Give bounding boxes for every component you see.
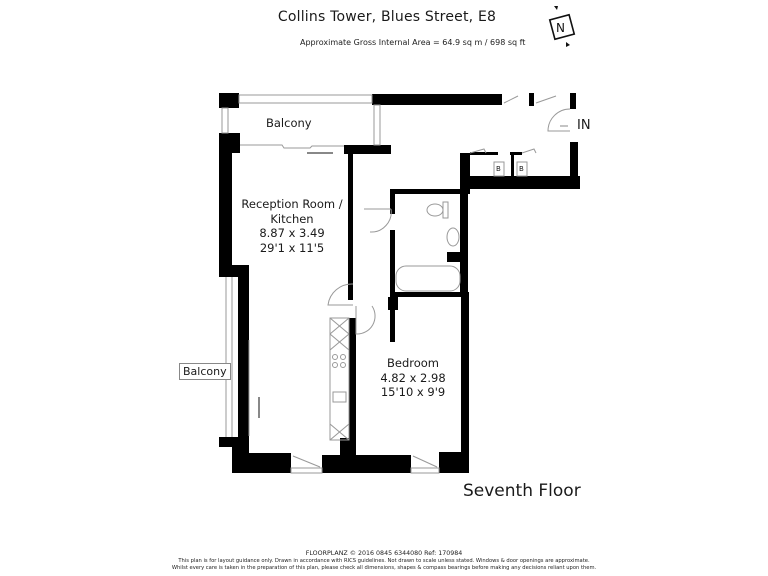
floor-label: Seventh Floor [463, 481, 581, 501]
bedroom-label: Bedroom 4.82 x 2.98 15'10 x 9'9 [378, 356, 448, 400]
balcony-side-label: Balcony [179, 363, 231, 380]
storage-1-label: B [496, 165, 501, 173]
compass-icon [548, 6, 576, 47]
balcony-top-label: Balcony [266, 116, 312, 130]
bedroom-imperial: 15'10 x 9'9 [380, 385, 446, 399]
gross-internal-area: Approximate Gross Internal Area = 64.9 s… [300, 38, 526, 47]
entrance-label: IN [577, 118, 591, 133]
compass-letter: N [556, 21, 565, 35]
walls [219, 93, 580, 473]
disclaimer-line-2: Whilst every care is taken in the prepar… [171, 565, 597, 571]
footer-disclaimer: This plan is for layout guidance only. D… [0, 558, 768, 572]
reception-name-2: Kitchen [270, 211, 314, 226]
reception-label: Reception Room / Kitchen 8.87 x 3.49 29'… [236, 197, 348, 255]
reception-name: Reception Room / [241, 197, 343, 211]
reception-imperial: 29'1 x 11'5 [259, 240, 325, 255]
window-lines [221, 94, 571, 474]
disclaimer-line-1: This plan is for layout guidance only. D… [178, 558, 590, 564]
property-title: Collins Tower, Blues Street, E8 [277, 9, 497, 25]
storage-2-label: B [519, 165, 524, 173]
reception-metric: 8.87 x 3.49 [259, 226, 325, 240]
dimension-arrows [258, 152, 333, 418]
bedroom-metric: 4.82 x 2.98 [380, 370, 446, 385]
bedroom-name: Bedroom [386, 356, 439, 370]
footer-credit: FLOORPLANZ © 2016 0845 6344080 Ref: 1709… [305, 550, 463, 557]
